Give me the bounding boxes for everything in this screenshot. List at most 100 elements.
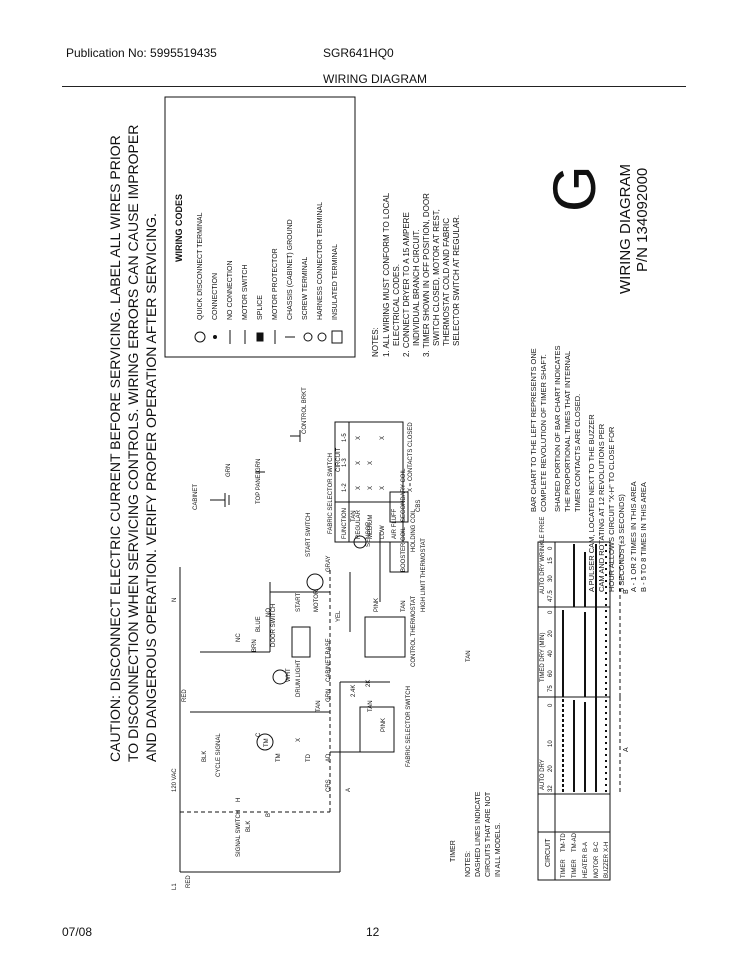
- cell: X: [380, 486, 386, 490]
- logo-letter: G: [541, 165, 608, 212]
- label-fabric-selector-switch: FABRIC SELECTOR SWITCH: [406, 686, 412, 767]
- ground-symbols: [210, 430, 301, 507]
- booster-coil-box: [389, 541, 409, 573]
- note-line-4: INDIVIDUAL BRANCH CIRCUIT.: [412, 229, 421, 346]
- tick: 20: [548, 765, 554, 772]
- section-auto-dry-wf: AUTO DRY WRINKLE FREE: [540, 517, 546, 594]
- label-red: RED: [186, 875, 192, 888]
- label-n: N: [172, 598, 178, 602]
- notes-title: NOTES:: [371, 327, 380, 357]
- bar-note-9: 5 SECONDS (±3 SECONDS): [617, 494, 626, 592]
- note-line-3: 2. CONNECT DRYER TO A 15 AMPERE: [402, 212, 411, 357]
- circuit-header: CIRCUIT: [336, 447, 342, 472]
- code-motor-switch: MOTOR SWITCH: [242, 265, 249, 320]
- label-yel: YEL: [336, 610, 342, 622]
- cabinet-label: CABINET: [193, 484, 199, 510]
- label-timer: TIMER: [450, 840, 457, 862]
- label-tan: TAN: [316, 700, 322, 712]
- model-number: SGR641HQ0: [323, 46, 394, 60]
- schematic: [179, 491, 409, 873]
- grn-label-1: GRN: [226, 464, 232, 477]
- tick: 60: [548, 670, 554, 677]
- tick: 40: [548, 650, 554, 657]
- label-signal-switch: SIGNAL SWITCH: [236, 810, 242, 857]
- tick: 47.5: [548, 590, 554, 602]
- sensor: [353, 535, 367, 549]
- bar-note-1: BAR CHART TO THE LEFT REPRESENTS ONE: [529, 348, 538, 512]
- label-blk-2: BLK: [246, 821, 252, 832]
- label-pink: PINK: [381, 718, 387, 732]
- footer-date: 07/08: [62, 925, 93, 939]
- wiring-codes-box: [164, 96, 356, 358]
- chart-ticks: 32 20 10 0 75 60 40 20 0 47.5 30 15 0: [548, 546, 554, 792]
- bar-note-5: TIMER CONTACTS ARE CLOSED.: [573, 394, 582, 512]
- tick: 15: [548, 557, 554, 564]
- timer-motor: [256, 733, 274, 751]
- selector-switch-box: [359, 706, 395, 753]
- grn-label-2: GRN: [256, 459, 262, 472]
- label-no: NO: [266, 608, 272, 617]
- cell: X: [356, 461, 362, 465]
- code-connection: CONNECTION: [212, 273, 219, 320]
- label-a: A: [346, 788, 352, 792]
- diagram-sheet: CAUTION: DISCONNECT ELECTRIC CURRENT BEF…: [60, 92, 690, 912]
- label-sensor: SENSOR: [366, 521, 372, 547]
- publication-number: Publication No: 5995519435: [66, 46, 217, 60]
- notes-left-2: CIRCUITS THAT ARE NOT: [485, 791, 492, 877]
- cell: X: [368, 461, 374, 465]
- label-ad: AD: [326, 753, 332, 762]
- label-cbs: CBS: [416, 500, 422, 512]
- cell: X: [356, 436, 362, 440]
- label-blk: BLK: [202, 751, 208, 762]
- label-b: B: [266, 813, 272, 817]
- label-wht: WHT: [286, 668, 292, 682]
- fabric-selector-title: FABRIC SELECTOR SWITCH: [328, 453, 334, 534]
- row-label: HEATER: [583, 853, 589, 878]
- note-line-8: SELECTOR SWITCH AT REGULAR.: [452, 215, 461, 346]
- cell: X: [380, 436, 386, 440]
- label-c: C: [256, 732, 262, 737]
- thermostat-box: [364, 616, 406, 658]
- label-h: H: [236, 798, 242, 802]
- function-header: FUNCTION: [342, 508, 348, 539]
- top-panel-label: TOP PANEL: [256, 470, 262, 504]
- chart-row-labels: TIMER TM-TD TIMER TM-AD HEATER B-A MOTOR…: [561, 832, 610, 878]
- row-circuit: X-H: [604, 842, 610, 852]
- bar-note-2: COMPLETE REVOLUTION OF TIMER SHAFT.: [539, 354, 548, 512]
- label-high-limit: HIGH LIMIT THERMOSTAT: [421, 538, 427, 612]
- row-medium: MEDIUM: [368, 515, 374, 539]
- code-chassis-ground: CHASSIS (CABINET) GROUND: [287, 219, 294, 320]
- section-timed-dry: TIMED DRY (MIN): [540, 633, 546, 682]
- note-line-1: 1. ALL WIRING MUST CONFORM TO LOCAL: [382, 192, 391, 357]
- label-red-2: RED: [182, 689, 188, 702]
- label-pink-2: PINK: [374, 598, 380, 612]
- notes-left-title: NOTES:: [465, 851, 472, 877]
- secondary-coil-box: [389, 491, 409, 523]
- label-door-switch: DOOR SWITCH: [271, 604, 277, 647]
- label-start: START: [296, 593, 302, 612]
- motor-box: [291, 626, 311, 658]
- row-circuit: TM-TD: [561, 833, 567, 852]
- bar-chart-notes: BAR CHART TO THE LEFT REPRESENTS ONE COM…: [529, 345, 648, 592]
- fabric-rows: REGULAR X X X MEDIUM X X LOW X X AIR FLU…: [356, 436, 398, 539]
- code-splice: SPLICE: [257, 295, 264, 320]
- label-tm-2: TM: [276, 753, 282, 762]
- label-l1: L1: [172, 883, 178, 890]
- label-blue: BLUE: [256, 616, 262, 632]
- control-bracket-label: CONTROL BRKT: [302, 387, 308, 434]
- code-insulated-terminal: INSULATED TERMINAL: [332, 244, 339, 320]
- row-circuit: TM-AD: [572, 832, 578, 852]
- label-tan-3: TAN: [401, 600, 407, 612]
- tick: 20: [548, 630, 554, 637]
- tick: 0: [548, 703, 554, 707]
- label-x: X: [296, 738, 302, 742]
- label-nc: NC: [236, 633, 242, 642]
- code-quick-disconnect: QUICK DISCONNECT TERMINAL: [197, 212, 204, 320]
- fabric-selector-table: [334, 421, 404, 543]
- label-tan-2: TAN: [368, 700, 374, 712]
- tick: 75: [548, 685, 554, 692]
- label-start-switch: START SWITCH: [306, 513, 312, 557]
- bar-note-7: CAM AND ROTATING AT 12 REVOLUTIONS PER: [597, 423, 606, 592]
- label-booster-coil: BOOSTER COIL: [401, 526, 407, 572]
- code-screw-terminal: SCREW TERMINAL: [302, 257, 309, 320]
